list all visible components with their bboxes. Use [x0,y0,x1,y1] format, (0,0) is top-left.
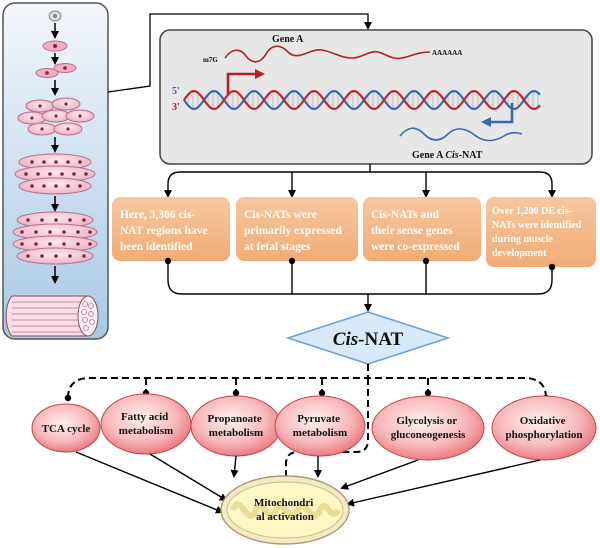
pathway-tca-cycle: TCA cycle [31,403,101,453]
finding-4-line-2: NATs were identified [492,220,582,231]
pathway-to-mito-arrows [75,451,541,514]
finding-1-line-3: been identified [120,241,193,253]
pathway-fatty-acid: Fatty acid metabolism [100,393,192,455]
finding-box-3: Cis-NATs and their sense genes were co-e… [363,197,481,261]
strand-5-label: 5' [172,86,180,97]
svg-text:Over 1,200 DE cis- NAT: Over 1,200 DE cis- NATs were identified … [492,206,584,259]
pathway-6-line-1: Oxidative [520,415,566,427]
finding-box-2: Cis-NATs were primarily expressed at fet… [236,197,358,261]
pathway-5-line-1: Glycolysis or [396,415,457,427]
muscle-fiber-icon [5,295,99,337]
svg-text:Cis-NATs and their sen: Cis-NATs and their sense genes were co-e… [371,209,460,253]
finding-2-line-2: primarily expressed [244,225,342,237]
svg-text:Cis-NATs were primaril: Cis-NATs were primarily expressed at fet… [244,209,345,253]
proliferating-myoblasts-icon [35,63,77,78]
finding-box-1: Here, 3,306 cis- NAT regions have been i… [112,197,230,261]
finding-3-line-1: Cis-NATs and [371,209,440,221]
converging-bracket [167,261,553,312]
pathway-oxidative: Oxidative phosphorylation [491,395,597,461]
svg-text:Mitochondri al activatio: Mitochondri al activation [254,497,316,523]
mito-line-1: Mitochondri [254,497,313,509]
cis-nat-label: Gene A Cis-NAT [412,150,483,161]
finding-2-line-3: at fetal stages [244,241,311,253]
cis-nat-center-label: Cis-NAT [333,329,404,350]
finding-2-line-1: Cis-NATs were [244,209,317,221]
pathway-1-line-1: TCA cycle [42,423,91,435]
svg-text:Pyruvate metabolism: Pyruvate metabolism [293,413,347,439]
gene-a-label: Gene A [272,34,304,45]
finding-3-line-3: were co-expressed [371,241,460,253]
pathway-2-line-2: metabolism [119,425,173,437]
antisense-promoter-arrow [481,103,514,127]
pathway-pyruvate: Pyruvate metabolism [274,395,366,457]
pathway-propanoate: Propanoate metabolism [190,395,282,457]
pathway-3-line-2: metabolism [209,427,263,439]
svg-text:Propanoate metabolism: Propanoate metabolism [208,413,265,439]
svg-text:Oxidative phosphorylat: Oxidative phosphorylation [505,415,582,441]
finding-4-line-3: during muscle [492,234,553,245]
finding-3-line-2: their sense genes [371,225,453,237]
svg-text:Here, 3,306 cis- NAT r: Here, 3,306 cis- NAT regions have been i… [120,209,210,253]
pathway-4-line-2: metabolism [293,427,347,439]
pathway-glycolysis: Glycolysis or gluconeogenesis [371,395,485,461]
mito-line-2: al activation [256,511,314,523]
finding-box-4: Over 1,200 DE cis- NATs were identified … [486,197,596,267]
pathways-row: TCA cycle Fatty acid metabolism Propanoa… [31,393,597,461]
finding-1-line-1: Here, 3,306 cis- [120,209,195,221]
mrna-strand [224,45,431,63]
cis-nat-strand [399,127,523,142]
cis-nat-diamond: Cis-NAT [285,311,451,365]
gene-panel: Gene A m7G AAAAAA 5' 3' Gene A Cis-NAT [159,29,593,165]
distribution-bracket [164,164,556,198]
mature-myotubes-icon [12,211,98,265]
strand-3-label: 3' [172,102,180,113]
bracket-dots [164,257,556,271]
svg-text:Fatty acid metabolism: Fatty acid metabolism [119,411,173,437]
myoblast-icon [42,40,68,52]
pathway-4-line-1: Pyruvate [297,413,340,425]
finding-4-line-1: Over 1,200 DE cis- [492,206,572,217]
aligned-myoblasts-icon [17,97,95,136]
pathway-6-line-2: phosphorylation [505,429,582,441]
panel-connector-arrow [107,13,372,93]
stem-cell-icon [48,10,62,22]
myogenesis-panel [2,2,109,340]
pathway-5-line-2: gluconeogenesis [391,429,466,441]
sense-promoter-arrow [226,69,265,94]
cap-label: m7G [203,56,218,64]
dna-helix [183,89,541,111]
pathway-3-line-1: Propanoate [208,413,262,425]
finding-4-line-4: development [492,248,547,259]
myotubes-icon [14,153,96,195]
findings-row: Here, 3,306 cis- NAT regions have been i… [112,197,596,267]
polya-label: AAAAAA [432,49,462,57]
pathway-2-line-1: Fatty acid [121,411,168,423]
mitochondrion-icon: Mitochondri al activation [220,475,350,545]
svg-text:Glycolysis or gluconeo: Glycolysis or gluconeogenesis [391,415,466,441]
finding-1-line-2: NAT regions have [120,225,208,237]
